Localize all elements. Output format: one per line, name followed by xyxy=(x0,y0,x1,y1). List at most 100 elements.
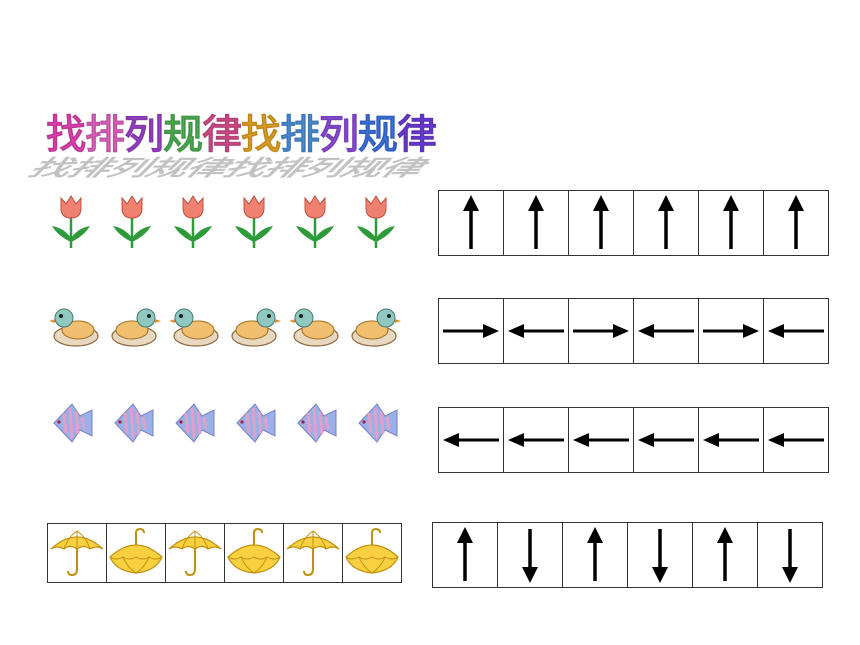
arrow-cell-4-5 xyxy=(692,522,758,588)
arrow-cell-4-6 xyxy=(757,522,823,588)
arrow-left-icon xyxy=(638,433,694,447)
title-char: 规 xyxy=(358,112,399,159)
fish-icon xyxy=(114,403,154,443)
picture-2-1 xyxy=(48,300,108,348)
arrow-cell-2-5 xyxy=(698,298,764,364)
arrow-cell-3-2 xyxy=(503,407,569,473)
arrow-left-icon xyxy=(703,433,759,447)
picture-3-4 xyxy=(231,398,292,448)
page-title: 找排列规律找排列规律 找排列规律找排列规律 xyxy=(21,102,437,181)
picture-2-3 xyxy=(168,300,228,348)
tulip-icon xyxy=(296,195,334,248)
umbrella-icon xyxy=(227,527,281,574)
picture-1-1 xyxy=(48,192,109,250)
title-char: 找 xyxy=(241,112,282,159)
arrow-cell-1-3 xyxy=(568,190,634,256)
arrow-up-icon xyxy=(593,195,609,249)
umbrella-cell-6 xyxy=(342,523,402,583)
arrow-left-icon xyxy=(508,433,564,447)
tulip-row xyxy=(48,192,414,250)
title-char: 律 xyxy=(202,112,243,159)
arrow-up-icon xyxy=(528,195,544,249)
arrow-up-icon xyxy=(457,527,473,581)
arrow-cell-3-6 xyxy=(763,407,829,473)
picture-3-1 xyxy=(48,398,109,448)
umbrella-icon xyxy=(50,530,104,577)
arrow-cell-2-2 xyxy=(503,298,569,364)
title-char: 列 xyxy=(124,112,165,159)
umbrella-cell-2 xyxy=(106,523,166,583)
duck-icon xyxy=(351,308,401,347)
title-char: 排 xyxy=(280,112,321,159)
picture-1-3 xyxy=(170,192,231,250)
picture-2-5 xyxy=(288,300,348,348)
arrow-up-icon xyxy=(587,527,603,581)
arrow-grid-row-1 xyxy=(438,190,829,256)
arrow-cell-3-3 xyxy=(568,407,634,473)
umbrella-cell-4 xyxy=(224,523,284,583)
title-char: 排 xyxy=(85,112,126,159)
arrow-cell-2-1 xyxy=(438,298,504,364)
umbrella-row xyxy=(47,523,402,583)
umbrella-icon xyxy=(168,530,222,577)
fish-row xyxy=(48,398,414,448)
picture-2-4 xyxy=(228,300,288,348)
arrow-cell-3-5 xyxy=(698,407,764,473)
duck-icon xyxy=(231,308,281,347)
tulip-icon xyxy=(52,195,90,248)
arrow-right-icon xyxy=(443,324,499,338)
arrow-right-icon xyxy=(573,324,629,338)
duck-icon xyxy=(111,308,161,347)
arrow-cell-4-1 xyxy=(432,522,498,588)
arrow-cell-4-3 xyxy=(562,522,628,588)
arrow-grid-row-3 xyxy=(438,407,829,473)
fish-icon xyxy=(358,403,398,443)
tulip-icon xyxy=(174,195,212,248)
title-char: 律 xyxy=(397,112,438,159)
arrow-cell-4-2 xyxy=(497,522,563,588)
umbrella-icon xyxy=(109,527,163,574)
picture-1-2 xyxy=(109,192,170,250)
arrow-up-icon xyxy=(788,195,804,249)
arrow-down-icon xyxy=(782,529,798,583)
umbrella-icon xyxy=(345,527,399,574)
duck-row xyxy=(48,300,408,348)
picture-1-6 xyxy=(353,192,414,250)
tulip-icon xyxy=(113,195,151,248)
arrow-cell-2-4 xyxy=(633,298,699,364)
arrow-left-icon xyxy=(573,433,629,447)
arrow-cell-1-4 xyxy=(633,190,699,256)
picture-2-2 xyxy=(108,300,168,348)
picture-1-4 xyxy=(231,192,292,250)
fish-icon xyxy=(297,403,337,443)
arrow-cell-1-1 xyxy=(438,190,504,256)
arrow-down-icon xyxy=(652,529,668,583)
title-char: 规 xyxy=(163,112,204,159)
picture-3-5 xyxy=(292,398,353,448)
picture-2-6 xyxy=(348,300,408,348)
arrow-right-icon xyxy=(703,324,759,338)
arrow-cell-3-4 xyxy=(633,407,699,473)
arrow-cell-1-5 xyxy=(698,190,764,256)
picture-3-6 xyxy=(353,398,414,448)
arrow-up-icon xyxy=(658,195,674,249)
umbrella-icon xyxy=(286,530,340,577)
title-char: 找 xyxy=(46,112,87,159)
arrow-left-icon xyxy=(508,324,564,338)
duck-icon xyxy=(49,308,99,347)
umbrella-cell-1 xyxy=(47,523,107,583)
umbrella-cell-5 xyxy=(283,523,343,583)
picture-1-5 xyxy=(292,192,353,250)
arrow-cell-1-6 xyxy=(763,190,829,256)
duck-icon xyxy=(289,308,339,347)
arrow-left-icon xyxy=(768,324,824,338)
arrow-grid-row-4 xyxy=(432,522,823,588)
arrow-cell-4-4 xyxy=(627,522,693,588)
arrow-up-icon xyxy=(723,195,739,249)
title-text: 找排列规律找排列规律 xyxy=(46,102,438,160)
umbrella-cell-3 xyxy=(165,523,225,583)
picture-3-3 xyxy=(170,398,231,448)
tulip-icon xyxy=(235,195,273,248)
arrow-up-icon xyxy=(463,195,479,249)
arrow-left-icon xyxy=(443,433,499,447)
